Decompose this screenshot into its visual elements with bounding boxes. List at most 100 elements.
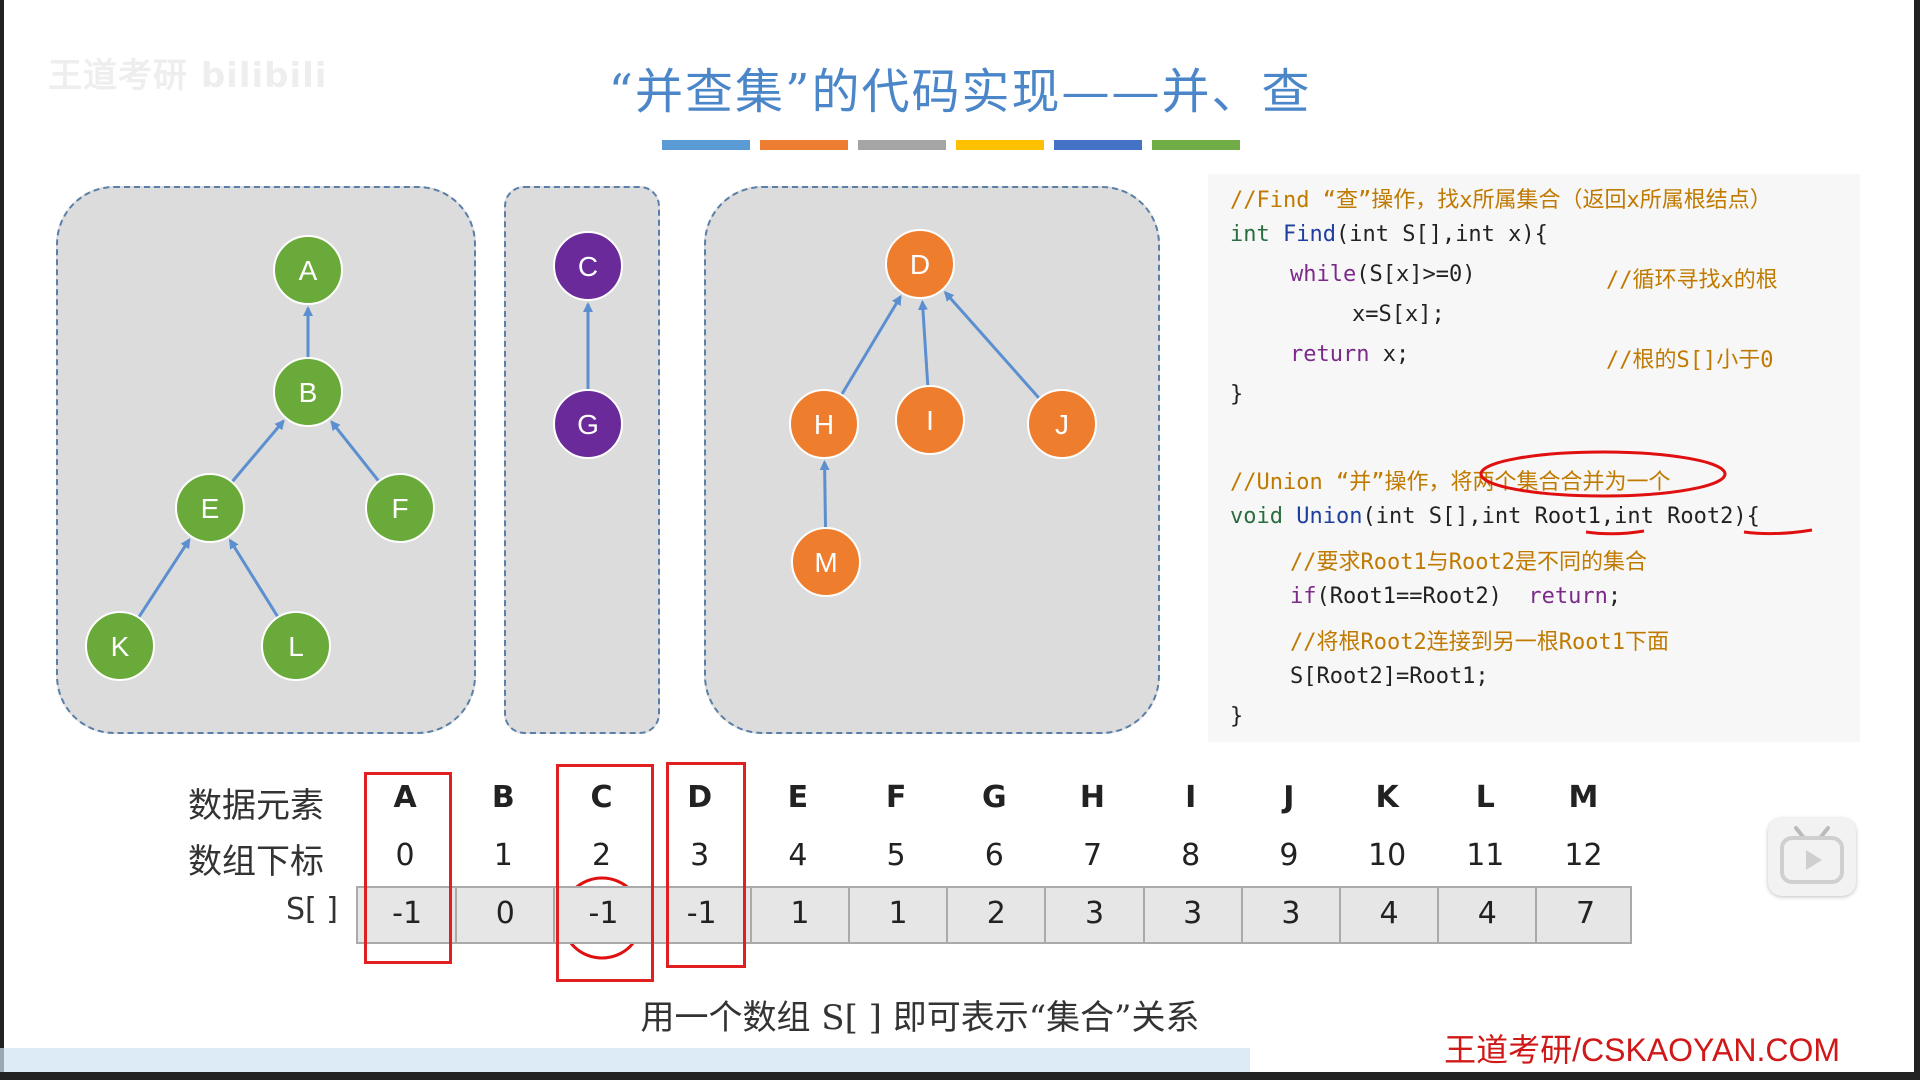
row-label-elements: 数据元素 <box>188 786 324 826</box>
edge-H-to-D <box>840 294 902 396</box>
element-I: I <box>1185 780 1197 815</box>
element-F: F <box>885 780 907 815</box>
while-condition: (S[x]>=0) <box>1356 262 1476 287</box>
element-L: L <box>1475 780 1495 815</box>
watermark: 王道考研 bilibili <box>48 56 328 96</box>
if-keyword: if <box>1290 584 1317 609</box>
s-value-12: 7 <box>1575 896 1596 931</box>
element-C: C <box>590 780 613 815</box>
tree-node-B: B <box>273 357 343 427</box>
if-semicolon: ; <box>1607 584 1622 609</box>
find-keyword-int: int <box>1230 222 1270 247</box>
highlight-box-c <box>556 764 654 982</box>
tree-node-A: A <box>273 235 343 305</box>
play-icon <box>1780 826 1844 884</box>
highlight-box-a <box>364 772 452 964</box>
edge-J-to-D <box>943 290 1041 400</box>
row-label-s: S[ ] <box>286 892 338 927</box>
requirement-comment: //要求Root1与Root2是不同的集合 <box>1290 550 1647 575</box>
edge-F-to-B <box>330 420 381 483</box>
index-7: 7 <box>1082 838 1103 873</box>
s-value-0: -1 <box>392 896 423 931</box>
element-G: G <box>981 780 1007 815</box>
index-6: 6 <box>984 838 1004 873</box>
svg-text:B: B <box>299 377 318 408</box>
title-color-bar-1 <box>662 140 750 150</box>
tree-node-H: H <box>789 389 859 459</box>
progress-strip <box>0 1048 1250 1072</box>
tree-node-G: G <box>553 389 623 459</box>
union-params: (int S[],int Root1,int Root2){ <box>1362 504 1760 529</box>
tree-node-F: F <box>365 473 435 543</box>
element-D: D <box>687 780 713 815</box>
svg-text:E: E <box>201 493 220 524</box>
element-J: J <box>1283 780 1295 815</box>
svg-text:H: H <box>814 409 834 440</box>
slide-title: “并查集”的代码实现——并、查 <box>608 64 1312 120</box>
while-comment: //循环寻找x的根 <box>1606 268 1778 293</box>
title-color-bar-2 <box>760 140 848 150</box>
edge-K-to-E <box>137 538 191 619</box>
svg-text:A: A <box>299 255 318 286</box>
return-comment: //根的S[]小于0 <box>1606 348 1774 373</box>
s-value-4: 1 <box>790 896 810 931</box>
element-A: A <box>393 780 417 815</box>
union-comment: //Union “并”操作，将两个集合合并为一个 <box>1230 470 1671 495</box>
tree-node-L: L <box>261 611 331 681</box>
if-condition: (Root1==Root2) <box>1316 584 1529 609</box>
edge-M-to-H <box>819 459 830 529</box>
index-12: 12 <box>1564 838 1603 873</box>
tree-node-E: E <box>175 473 245 543</box>
s-array-divider <box>1339 888 1341 942</box>
tree-node-K: K <box>85 611 155 681</box>
union-signature: void Union(int S[],int Root1,int Root2){ <box>1230 504 1760 529</box>
svg-text:I: I <box>926 405 934 436</box>
edge-E-to-B <box>230 419 285 483</box>
title-color-bar-3 <box>858 140 946 150</box>
s-value-5: 1 <box>888 896 908 931</box>
edge-I-to-D <box>917 299 930 387</box>
svg-text:L: L <box>288 631 304 662</box>
s-array-divider <box>749 888 752 942</box>
row-label-indices: 数组下标 <box>188 842 324 882</box>
index-9: 9 <box>1279 838 1299 873</box>
index-3: 3 <box>690 838 710 873</box>
code-panel: //Find “查”操作，找x所属集合（返回x所属根结点） int Find(i… <box>1208 174 1860 742</box>
s-array-divider <box>455 888 458 942</box>
link-statement: S[Root2]=Root1; <box>1290 664 1489 689</box>
highlight-box-d <box>666 762 746 968</box>
tree-node-I: I <box>895 385 965 455</box>
title-color-bar-4 <box>956 140 1044 150</box>
link-comment: //将根Root2连接到另一根Root1下面 <box>1290 630 1669 655</box>
svg-text:F: F <box>391 493 408 524</box>
play-button[interactable] <box>1768 818 1856 896</box>
annotation-underline-root2 <box>1743 528 1813 536</box>
s-value-9: 3 <box>1281 896 1301 931</box>
video-frame-bottom <box>0 1072 1920 1080</box>
svg-text:C: C <box>578 251 598 282</box>
index-10: 10 <box>1368 838 1407 873</box>
svg-text:G: G <box>577 409 599 440</box>
element-M: M <box>1568 780 1599 815</box>
s-value-10: 4 <box>1379 896 1399 931</box>
brand-footer: 王道考研/CSKAOYAN.COM <box>1444 1032 1840 1068</box>
return-keyword: return <box>1290 342 1370 367</box>
caption: 用一个数组 S[ ] 即可表示“集合”关系 <box>640 998 1200 1038</box>
svg-text:D: D <box>910 249 930 280</box>
tree-node-M: M <box>791 527 861 597</box>
svg-text:J: J <box>1055 409 1069 440</box>
s-value-1: 0 <box>495 896 515 931</box>
s-array-divider <box>848 888 850 942</box>
s-value-2: -1 <box>588 896 619 931</box>
s-array-divider <box>1240 888 1243 942</box>
element-H: H <box>1079 780 1106 815</box>
s-value-8: 3 <box>1183 896 1203 931</box>
tree-node-D: D <box>885 229 955 299</box>
index-8: 8 <box>1181 838 1201 873</box>
find-close-brace: } <box>1230 382 1244 407</box>
title-color-bar-6 <box>1152 140 1240 150</box>
element-E: E <box>787 780 809 815</box>
